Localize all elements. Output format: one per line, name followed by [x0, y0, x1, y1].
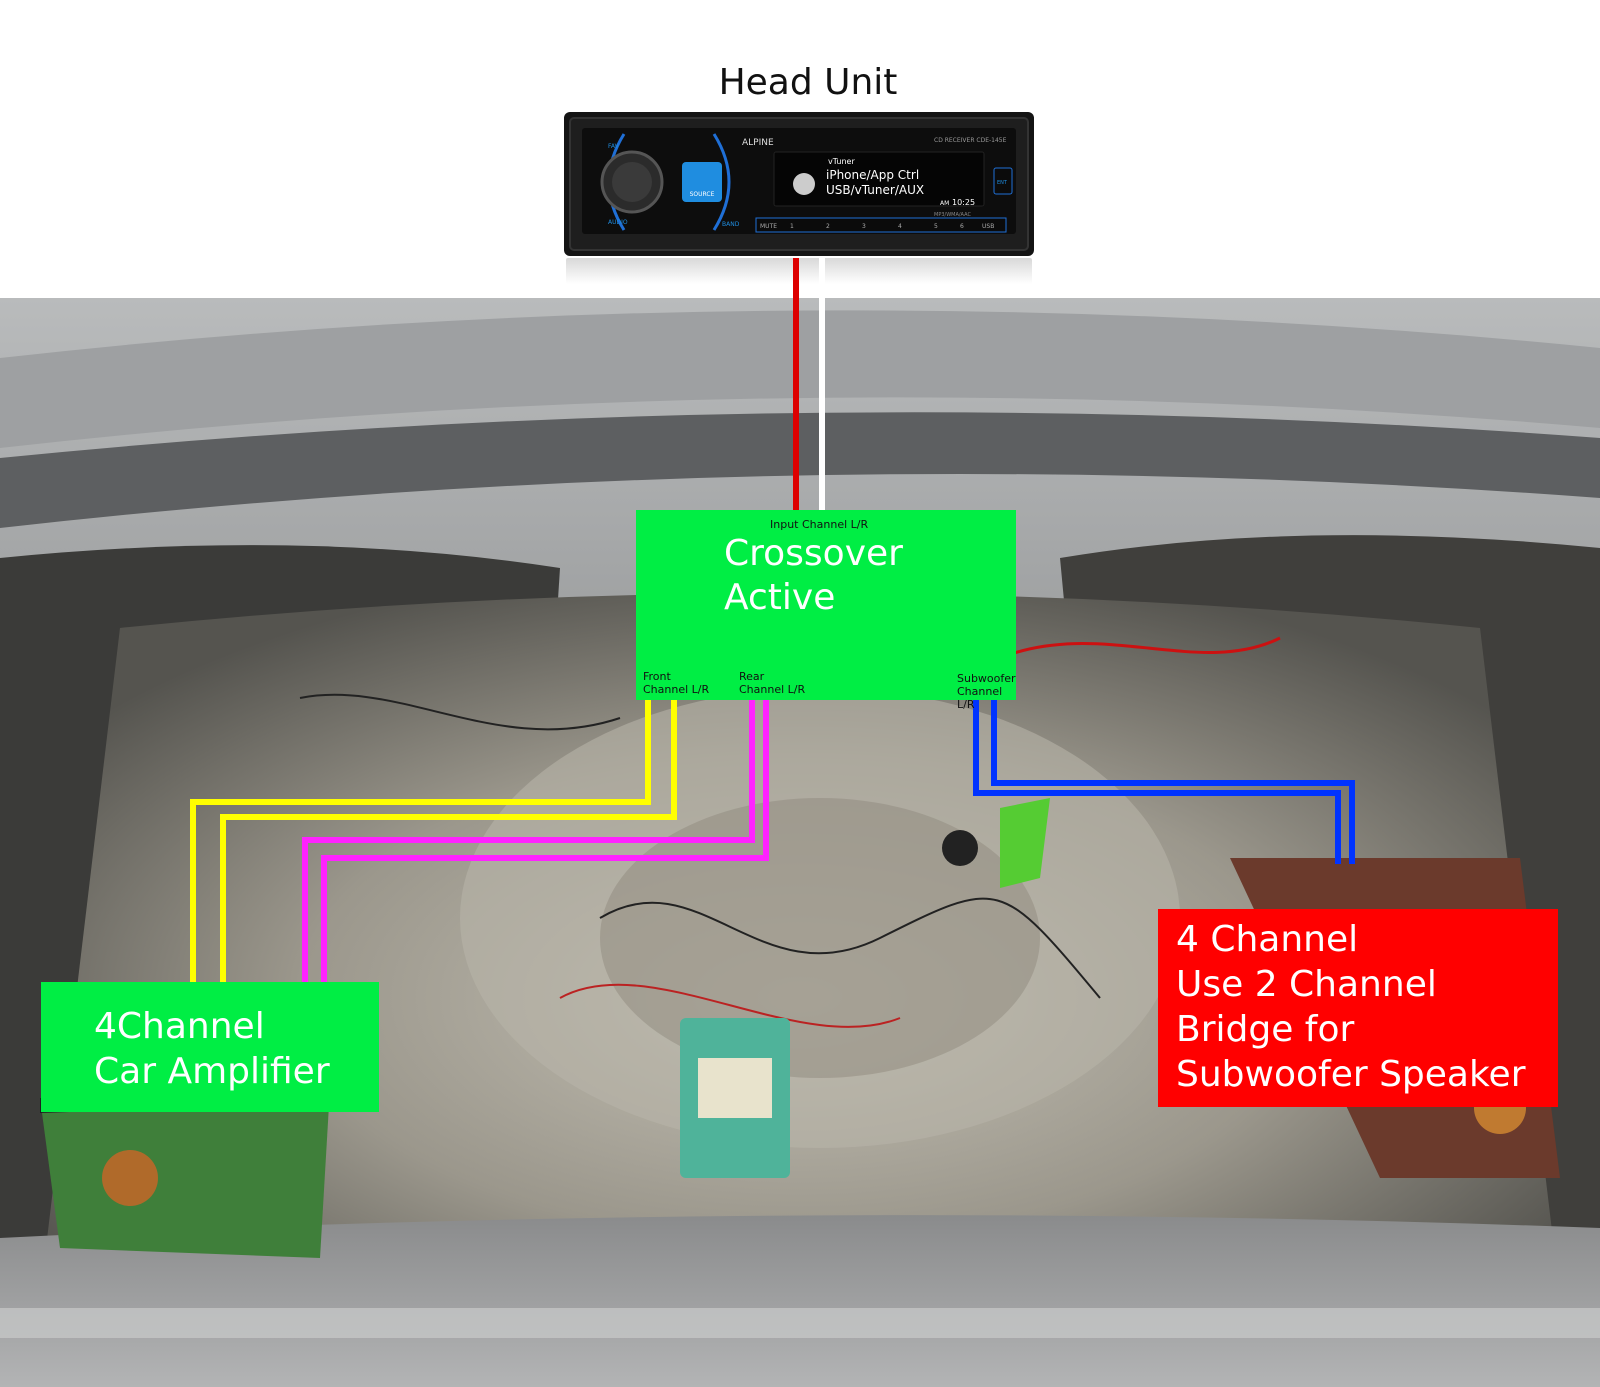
display-line1: vTuner [828, 157, 855, 166]
display-line2: iPhone/App Ctrl [826, 168, 919, 182]
audio-button[interactable]: AUDIO [608, 219, 628, 226]
wire-yellow-front-inner [220, 700, 677, 982]
ent-button[interactable]: ENT [997, 180, 1008, 186]
wire-blue-sub-outer [973, 700, 1341, 864]
preset-5[interactable]: 5 [934, 223, 938, 230]
preset-3[interactable]: 3 [862, 223, 866, 230]
front-channel-label: Front Channel L/R [643, 670, 710, 696]
preset-6[interactable]: 6 [960, 223, 964, 230]
model-text: CD RECEIVER CDE-145E [934, 137, 1007, 144]
wire-magenta-rear-outer [302, 700, 755, 982]
fav-button[interactable]: FAV [608, 143, 620, 150]
crossover-label: Crossover Active [724, 533, 903, 618]
input-channel-label: Input Channel L/R [770, 518, 869, 531]
left-amplifier-box: 4Channel Car Amplifier [41, 982, 379, 1112]
format-text: MP3/WMA/AAC [934, 212, 971, 218]
head-unit-image: SOURCE ALPINE CD RECEIVER CDE-145E vTune… [564, 112, 1034, 256]
mute-button[interactable]: MUTE [760, 223, 777, 230]
left-amplifier-label: 4Channel Car Amplifier [94, 1006, 330, 1092]
band-button[interactable]: BAND [722, 221, 740, 228]
display-time: 10:25 [952, 198, 975, 207]
brand-text: ALPINE [742, 138, 774, 148]
wire-magenta-rear-inner [321, 700, 769, 982]
preset-2[interactable]: 2 [826, 223, 830, 230]
svg-text:SOURCE: SOURCE [690, 191, 715, 198]
crossover-box: Input Channel L/R Crossover Active Front… [636, 510, 1016, 711]
preset-4[interactable]: 4 [898, 223, 902, 230]
usb-label: USB [982, 223, 994, 230]
right-amplifier-label: 4 Channel Use 2 Channel Bridge for Subwo… [1176, 919, 1526, 1095]
preset-1[interactable]: 1 [790, 223, 794, 230]
wire-yellow-front-outer [190, 700, 651, 982]
wire-blue-sub-inner [991, 700, 1355, 864]
rear-channel-label: Rear Channel L/R [739, 670, 806, 696]
right-amplifier-box: 4 Channel Use 2 Channel Bridge for Subwo… [1158, 909, 1558, 1107]
display-am: AM [940, 200, 949, 207]
head-unit-title: Head Unit [718, 62, 898, 103]
display-line3: USB/vTuner/AUX [826, 183, 924, 197]
subwoofer-channel-label: Subwoofer Channel L/R [957, 672, 1016, 711]
